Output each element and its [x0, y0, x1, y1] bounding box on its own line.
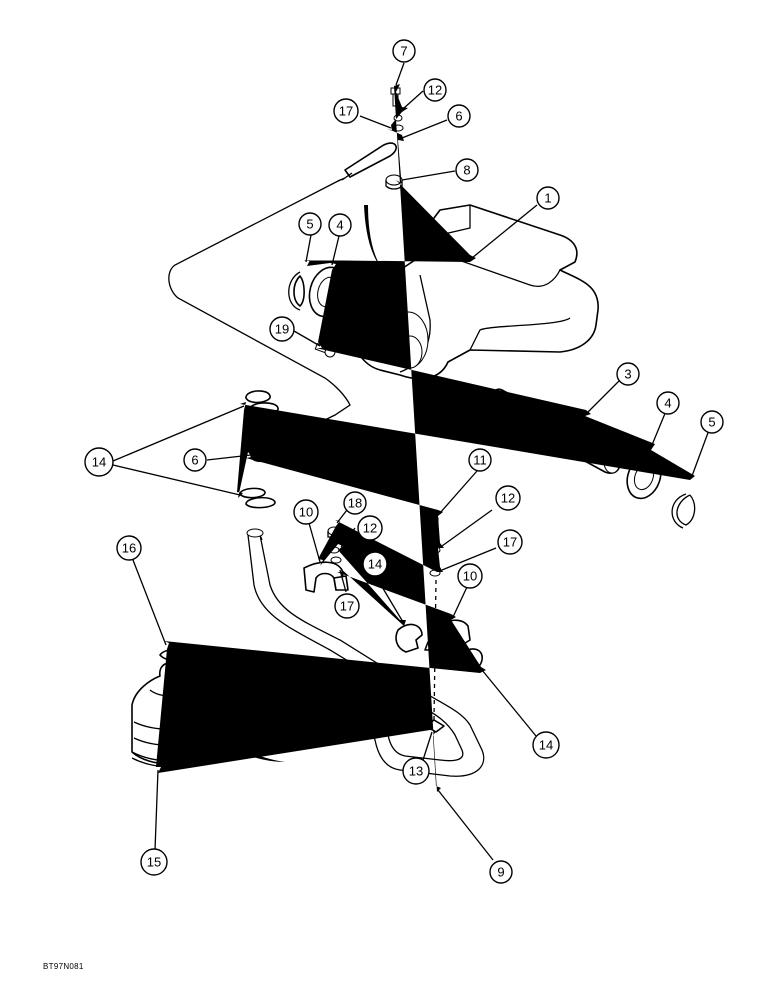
- svg-text:14: 14: [368, 557, 382, 572]
- callout-17-top: 17: [333, 98, 359, 124]
- svg-text:14: 14: [539, 738, 553, 753]
- assembly-arrow: [364, 205, 385, 272]
- callout-6-lower: 6: [183, 448, 207, 472]
- callout-5-lower: 5: [700, 410, 724, 434]
- callout-13: 13: [402, 757, 430, 785]
- callout-17-right: 17: [497, 529, 523, 555]
- svg-text:7: 7: [400, 44, 407, 59]
- svg-text:12: 12: [501, 491, 515, 506]
- callout-14-left: 14: [84, 447, 114, 477]
- svg-text:10: 10: [463, 569, 477, 584]
- svg-text:13: 13: [409, 764, 423, 779]
- callout-12-top: 12: [423, 78, 447, 102]
- callout-14-mid: 14: [362, 551, 388, 577]
- svg-text:5: 5: [708, 415, 715, 430]
- cable-wire: [168, 179, 351, 443]
- callout-9: 9: [489, 860, 513, 884]
- svg-text:6: 6: [455, 109, 462, 124]
- callout-12-right: 12: [495, 485, 521, 511]
- svg-text:1: 1: [544, 191, 551, 206]
- callout-17-mid: 17: [334, 593, 360, 619]
- clip-lower: [239, 487, 276, 509]
- callout-8: 8: [455, 158, 479, 182]
- callout-7: 7: [392, 39, 416, 63]
- callout-15: 15: [140, 848, 168, 876]
- callout-14-right: 14: [532, 731, 560, 759]
- callout-4-lower: 4: [656, 391, 680, 415]
- callout-10-left: 10: [293, 499, 319, 525]
- svg-text:17: 17: [340, 599, 354, 614]
- leader-lines: [112, 62, 710, 861]
- callout-16: 16: [116, 535, 142, 561]
- callout-4-upper: 4: [328, 213, 352, 237]
- svg-text:9: 9: [497, 865, 504, 880]
- callout-10-right: 10: [457, 563, 483, 589]
- snap-ring-upper: [288, 271, 305, 311]
- callout-5-upper: 5: [298, 212, 322, 236]
- svg-text:19: 19: [275, 322, 289, 337]
- svg-text:4: 4: [336, 218, 343, 233]
- svg-text:3: 3: [624, 367, 631, 382]
- svg-text:16: 16: [122, 541, 136, 556]
- svg-text:10: 10: [299, 505, 313, 520]
- svg-text:4: 4: [664, 396, 671, 411]
- svg-text:6: 6: [191, 453, 198, 468]
- svg-text:8: 8: [463, 163, 470, 178]
- callout-6-top: 6: [447, 104, 471, 128]
- cable-end-upper: [337, 142, 397, 182]
- svg-text:12: 12: [363, 521, 377, 536]
- lever-tube: [246, 528, 485, 777]
- callout-11: 11: [468, 448, 492, 472]
- figure-code: BT97N081: [43, 962, 84, 971]
- svg-text:17: 17: [503, 535, 517, 550]
- callout-12-mid: 12: [357, 515, 383, 541]
- callout-18: 18: [343, 491, 367, 515]
- washer-part-17-mid: [330, 556, 342, 564]
- callout-1: 1: [536, 186, 560, 210]
- svg-text:12: 12: [428, 83, 442, 98]
- svg-text:14: 14: [92, 455, 106, 470]
- svg-text:11: 11: [473, 453, 487, 468]
- callout-3: 3: [616, 362, 640, 386]
- svg-text:15: 15: [147, 855, 161, 870]
- leader-arrowheads: [156, 84, 695, 792]
- snap-ring-lower: [671, 493, 696, 529]
- svg-text:17: 17: [339, 104, 353, 119]
- svg-text:5: 5: [306, 217, 313, 232]
- svg-text:18: 18: [348, 496, 362, 511]
- callout-19: 19: [269, 316, 295, 342]
